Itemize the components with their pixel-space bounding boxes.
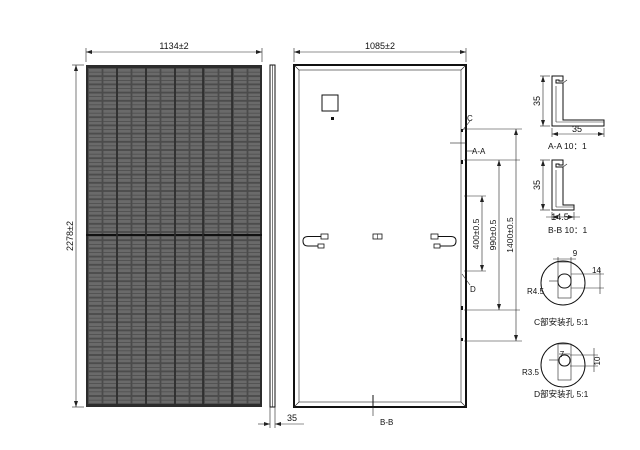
label-b-b: B-B xyxy=(380,418,393,427)
detail-c-dim-top: 9 xyxy=(573,249,578,258)
detail-d-dim-top: 7 xyxy=(560,350,565,359)
section-aa-height: 35 xyxy=(532,96,542,106)
detail-c-dim-right: 14 xyxy=(592,266,601,275)
detail-d-caption: D部安装孔 5:1 xyxy=(534,389,589,399)
detail-d-radius: R3.5 xyxy=(522,368,539,377)
front-height-dimension: 2278±2 xyxy=(65,64,84,408)
section-aa-width: 35 xyxy=(572,124,582,134)
back-frame-outer xyxy=(293,64,467,408)
label-d: D xyxy=(470,285,476,294)
label-a-a: A-A xyxy=(472,147,486,156)
section-b-b: 35 14.5 B-B 10：1 xyxy=(532,159,587,235)
section-bb-width: 14.5 xyxy=(551,212,569,222)
section-aa-caption: A-A 10：1 xyxy=(548,141,587,151)
front-view: 1134±2 2278±2 xyxy=(65,41,263,408)
dim-400-label: 400±0.5 xyxy=(471,218,481,249)
junction-box-left xyxy=(302,233,329,249)
front-width-label: 1134±2 xyxy=(159,41,188,51)
detail-c: 9 14 R4.5 C部安装孔 5:1 xyxy=(527,249,604,327)
junction-box-center xyxy=(372,233,383,240)
front-width-dimension: 1134±2 xyxy=(85,41,263,62)
dim-990-label: 990±0.5 xyxy=(488,219,498,250)
detail-d-dim-right: 10 xyxy=(593,356,602,365)
side-view: 35 xyxy=(258,64,304,428)
detail-c-radius: R4.5 xyxy=(527,287,544,296)
dim-1400-label: 1400±0.5 xyxy=(505,217,515,253)
back-frame-inner xyxy=(298,69,462,403)
section-bb-height: 35 xyxy=(532,180,542,190)
junction-box-right xyxy=(430,233,457,249)
nameplate-label xyxy=(321,94,339,112)
detail-c-caption: C部安装孔 5:1 xyxy=(534,317,589,327)
front-height-label: 2278±2 xyxy=(65,221,75,251)
back-width-dimension: 1085±2 xyxy=(293,41,467,62)
section-a-a: 35 35 A-A 10：1 xyxy=(532,75,605,151)
section-bb-caption: B-B 10：1 xyxy=(548,225,587,235)
hole-spacing-dimensions: 400±0.5 990±0.5 1400±0.5 xyxy=(464,128,522,342)
side-thickness-label: 35 xyxy=(287,413,297,423)
back-width-label: 1085±2 xyxy=(365,41,395,51)
label-c: C xyxy=(467,114,473,123)
back-view: 1085±2 C A-A D B-B 400±0.5 xyxy=(293,41,522,427)
detail-d: 7 10 R3.5 D部安装孔 5:1 xyxy=(522,342,602,399)
